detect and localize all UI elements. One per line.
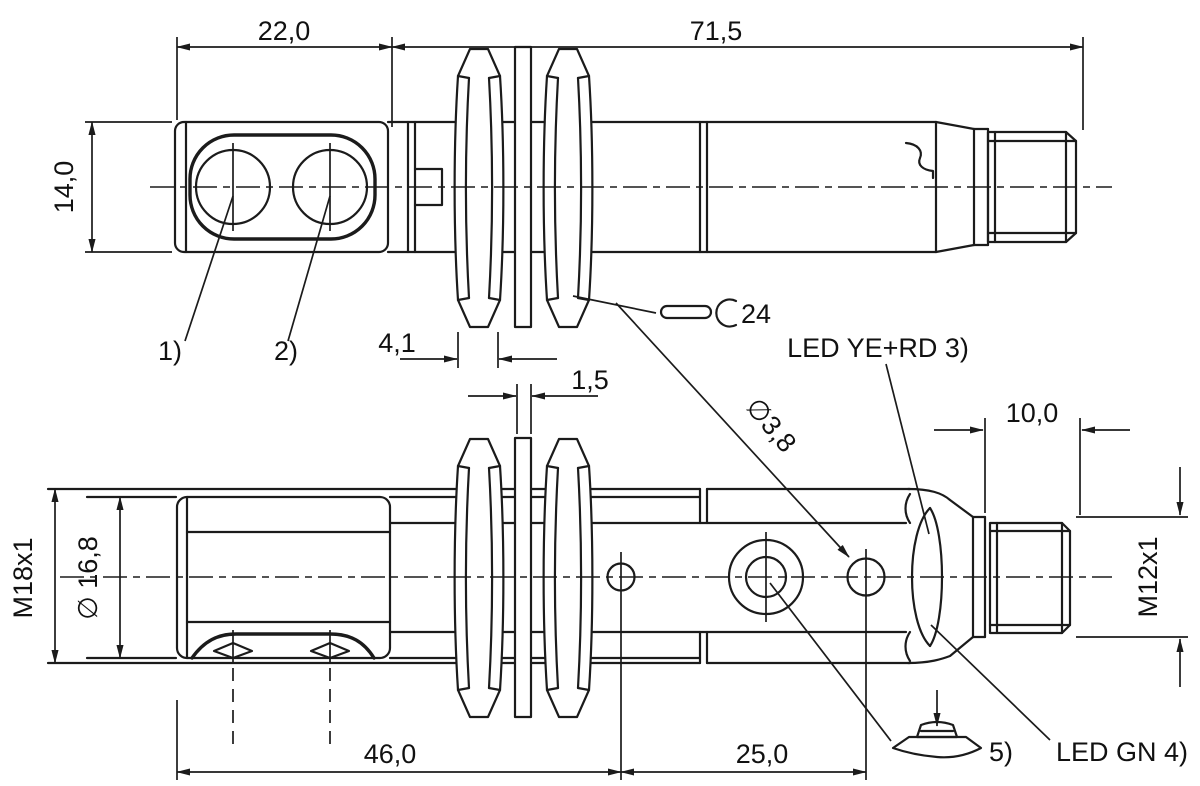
cap-top — [906, 487, 975, 519]
led-yerd-label: LED YE+RD 3) — [787, 333, 969, 363]
dim-core-diameter: ∅ 16,8 — [73, 536, 103, 620]
wrench-jaw-icon — [715, 298, 738, 328]
lens-2-section — [309, 641, 351, 660]
bottom-view — [46, 436, 1072, 780]
dim-body-length: 71,5 — [690, 16, 743, 46]
dim-head-length: 22,0 — [258, 16, 311, 46]
bottom-nut-1 — [453, 437, 505, 719]
potentiometer-icon — [891, 720, 983, 759]
dim-wrench-size: 24 — [741, 299, 771, 329]
bottom-connector — [988, 521, 1072, 635]
dim-front-length: 46,0 — [364, 739, 417, 769]
callout-2-label: 2) — [274, 336, 298, 366]
top-clip-hook — [904, 141, 935, 180]
callout-1-label: 1) — [158, 336, 182, 366]
dim-nut-thickness: 4,1 — [378, 328, 416, 358]
top-nut-2 — [542, 47, 594, 329]
dim-front-thread: M18x1 — [8, 537, 38, 618]
top-nut-1 — [453, 47, 505, 329]
dimensions: 22,0 71,5 14,0 4,1 1,5 24 M18x1 ∅ 16,8 — [8, 16, 1188, 780]
lens-bulge — [190, 632, 376, 660]
callouts: 1) 2) LED YE+RD 3) LED GN 4) 5) — [158, 195, 1188, 767]
bottom-nut-2 — [542, 437, 594, 719]
dim-washer-thickness: 1,5 — [571, 365, 609, 395]
lens-1-section — [212, 641, 254, 660]
dim-connector-thread: M12x1 — [1133, 536, 1163, 617]
pot-label: 5) — [989, 737, 1013, 767]
dim-connector-length: 10,0 — [1006, 398, 1059, 428]
cap-bottom — [906, 635, 975, 665]
dim-rear-length: 25,0 — [736, 739, 789, 769]
wrench-icon — [659, 304, 713, 320]
led-gn-label: LED GN 4) — [1056, 737, 1188, 767]
dim-head-height: 14,0 — [49, 161, 79, 214]
